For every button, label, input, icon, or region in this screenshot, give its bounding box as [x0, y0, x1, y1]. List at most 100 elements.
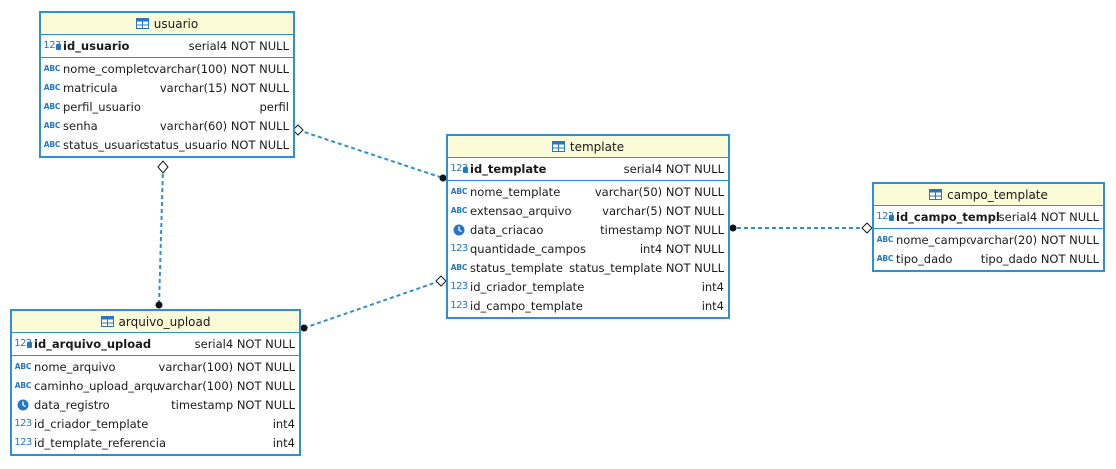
column-row[interactable]: ABC status_template status_template NOT …: [448, 258, 728, 277]
column-name: id_campo_template: [470, 298, 583, 313]
column-name: id_criador_template: [470, 279, 585, 294]
column-row[interactable]: ABC nome_arquivo varchar(100) NOT NULL: [12, 357, 299, 376]
column-row[interactable]: ABC status_usuario status_usuario NOT NU…: [41, 135, 293, 154]
column-row[interactable]: 123 id_template serial4 NOT NULL: [448, 159, 728, 178]
abc-string-icon: ABC: [14, 362, 32, 371]
abc-string-icon: ABC: [43, 83, 61, 92]
column-name: perfil_usuario: [63, 99, 141, 114]
table-icon: [551, 141, 565, 152]
connector-usuario-template[interactable]: [297, 129, 444, 179]
primary-key-section: 123 id_arquivo_upload serial4 NOT NULL: [12, 333, 299, 356]
column-type: varchar(20) NOT NULL: [969, 232, 1099, 247]
column-name: nome_template: [470, 184, 561, 199]
column-name: nome_completo: [63, 61, 153, 76]
table-arquivo-upload[interactable]: arquivo_upload 123 id_arquivo_upload ser…: [10, 309, 301, 456]
column-row[interactable]: 123 id_usuario serial4 NOT NULL: [41, 36, 293, 55]
primary-key-icon: 123: [876, 211, 894, 222]
clock-icon: [451, 224, 467, 236]
table-title: arquivo_upload: [118, 314, 211, 329]
abc-string-icon: ABC: [14, 381, 32, 390]
column-row[interactable]: ABC matricula varchar(15) NOT NULL: [41, 78, 293, 97]
primary-key-section: 123 id_usuario serial4 NOT NULL: [41, 35, 293, 58]
abc-string-icon: ABC: [876, 254, 894, 263]
column-type: varchar(15) NOT NULL: [159, 80, 289, 95]
column-type: tipo_dado NOT NULL: [980, 251, 1099, 266]
primary-key-section: 123 id_template serial4 NOT NULL: [448, 158, 728, 181]
column-row[interactable]: data_registro timestamp NOT NULL: [12, 395, 299, 414]
column-row[interactable]: 123 id_criador_template int4: [448, 277, 728, 296]
column-type: varchar(100) NOT NULL: [158, 359, 295, 374]
column-row[interactable]: ABC senha varchar(60) NOT NULL: [41, 116, 293, 135]
column-type: varchar(100) NOT NULL: [158, 378, 295, 393]
column-row[interactable]: 123 id_campo_template serial4 NOT NULL: [874, 207, 1103, 226]
column-type: int4: [272, 416, 295, 431]
connector-template-arquivo-upload[interactable]: [303, 280, 441, 329]
primary-key-icon: 123: [450, 163, 468, 174]
column-row[interactable]: 123 id_campo_template int4: [448, 296, 728, 315]
column-name: status_usuario: [63, 137, 144, 152]
table-title: usuario: [153, 16, 199, 31]
columns-section: ABC nome_completo varchar(100) NOT NULL …: [41, 58, 293, 156]
column-type: varchar(60) NOT NULL: [159, 118, 289, 133]
column-row[interactable]: ABC caminho_upload_arquivo varchar(100) …: [12, 376, 299, 395]
mandatory-end-dot: [155, 301, 163, 309]
column-name: matricula: [63, 80, 118, 95]
abc-string-icon: ABC: [876, 235, 894, 244]
column-name: status_template: [470, 260, 563, 275]
table-header[interactable]: usuario: [41, 13, 293, 35]
column-row[interactable]: 123 quantidade_campos int4 NOT NULL: [448, 239, 728, 258]
column-type: int4: [701, 298, 724, 313]
numeric-123-icon: 123: [450, 281, 468, 292]
column-row[interactable]: ABC nome_completo varchar(100) NOT NULL: [41, 59, 293, 78]
column-type: timestamp NOT NULL: [600, 222, 724, 237]
column-row[interactable]: data_criacao timestamp NOT NULL: [448, 220, 728, 239]
table-header[interactable]: template: [448, 136, 728, 158]
table-campo-template[interactable]: campo_template 123 id_campo_template ser…: [872, 182, 1105, 272]
optional-end-diamond: [435, 275, 447, 287]
table-title: template: [569, 139, 625, 154]
column-row[interactable]: ABC nome_template varchar(50) NOT NULL: [448, 182, 728, 201]
column-name: id_campo_template: [896, 209, 999, 224]
primary-key-icon: 123: [43, 40, 61, 51]
column-name: senha: [63, 118, 98, 133]
column-type: int4 NOT NULL: [639, 241, 724, 256]
column-type: varchar(100) NOT NULL: [152, 61, 289, 76]
column-type: serial4 NOT NULL: [623, 161, 724, 176]
column-type: status_usuario NOT NULL: [143, 137, 290, 152]
numeric-123-icon: 123: [14, 418, 32, 429]
abc-string-icon: ABC: [43, 121, 61, 130]
primary-key-icon: 123: [14, 338, 32, 349]
column-row[interactable]: 123 id_arquivo_upload serial4 NOT NULL: [12, 334, 299, 353]
abc-string-icon: ABC: [450, 206, 468, 215]
column-name: nome_arquivo: [34, 359, 116, 374]
column-name: id_template: [470, 161, 547, 176]
columns-section: ABC nome_template varchar(50) NOT NULL A…: [448, 181, 728, 317]
mandatory-end-dot: [729, 224, 737, 232]
numeric-123-icon: 123: [450, 300, 468, 311]
column-row[interactable]: ABC tipo_dado tipo_dado NOT NULL: [874, 249, 1103, 268]
table-header[interactable]: arquivo_upload: [12, 311, 299, 333]
column-type: perfil: [259, 99, 289, 114]
column-name: tipo_dado: [896, 251, 953, 266]
abc-string-icon: ABC: [43, 102, 61, 111]
connector-usuario-arquivo-upload[interactable]: [158, 166, 164, 306]
abc-string-icon: ABC: [450, 187, 468, 196]
column-name: id_usuario: [63, 38, 130, 53]
column-row[interactable]: ABC perfil_usuario perfil: [41, 97, 293, 116]
table-title: campo_template: [947, 187, 1048, 202]
optional-end-diamond: [861, 222, 873, 234]
column-type: varchar(5) NOT NULL: [602, 203, 724, 218]
column-row[interactable]: 123 id_criador_template int4: [12, 414, 299, 433]
table-icon: [135, 18, 149, 29]
column-name: quantidade_campos: [470, 241, 586, 256]
table-template[interactable]: template 123 id_template serial4 NOT NUL…: [446, 134, 730, 319]
abc-string-icon: ABC: [450, 263, 468, 272]
column-row[interactable]: 123 id_template_referencia int4: [12, 433, 299, 452]
column-row[interactable]: ABC extensao_arquivo varchar(5) NOT NULL: [448, 201, 728, 220]
column-row[interactable]: ABC nome_campo varchar(20) NOT NULL: [874, 230, 1103, 249]
table-header[interactable]: campo_template: [874, 184, 1103, 206]
abc-string-icon: ABC: [43, 64, 61, 73]
column-name: data_registro: [34, 397, 110, 412]
column-name: data_criacao: [470, 222, 544, 237]
table-usuario[interactable]: usuario 123 id_usuario serial4 NOT NULL …: [39, 11, 295, 158]
